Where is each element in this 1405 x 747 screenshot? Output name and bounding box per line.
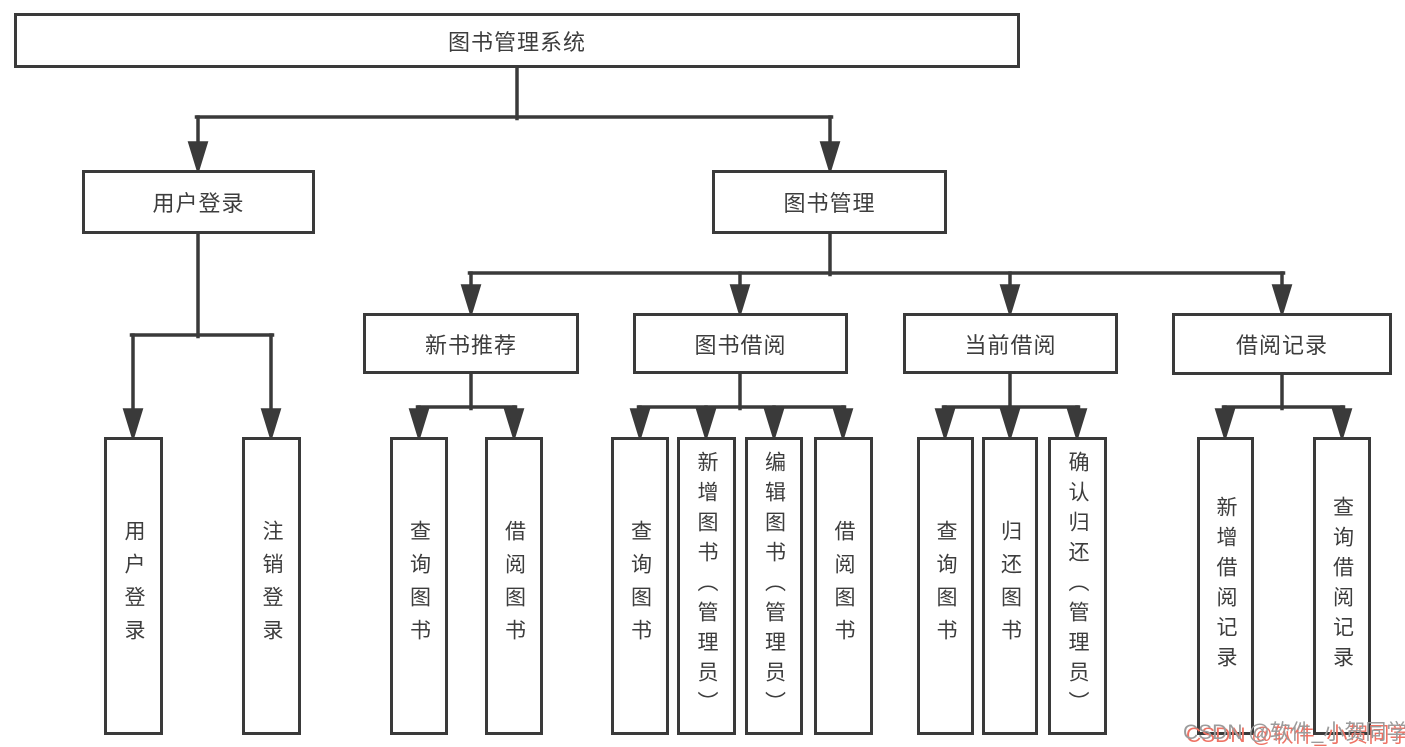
node-current-return: 归还图书 [982,437,1038,735]
node-borrow: 图书借阅 [633,313,848,374]
node-newbook-query-label: 查询图书 [407,520,431,652]
node-current-confirm: 确认归还（管理员） [1048,437,1107,735]
node-records-query-label: 查询借阅记录 [1330,496,1354,676]
node-newbook-query: 查询图书 [390,437,448,735]
node-newbook: 新书推荐 [363,313,579,374]
node-records-query: 查询借阅记录 [1313,437,1371,735]
node-records: 借阅记录 [1172,313,1392,375]
node-login-logout: 注销登录 [242,437,301,735]
node-current-confirm-label: 确认归还（管理员） [1066,451,1089,721]
node-newbook-borrow: 借阅图书 [485,437,543,735]
node-root: 图书管理系统 [14,13,1020,68]
node-newbook-borrow-label: 借阅图书 [502,520,526,652]
node-current-label: 当前借阅 [964,332,1057,358]
node-borrow-edit-label: 编辑图书（管理员） [762,451,786,721]
node-current: 当前借阅 [903,313,1118,374]
node-root-label: 图书管理系统 [447,29,586,55]
node-borrow-add: 新增图书（管理员） [677,437,736,735]
node-records-add-label: 新增借阅记录 [1214,496,1237,676]
node-login: 用户登录 [82,170,315,234]
current-connectors [934,372,1088,442]
root-connectors [187,66,841,175]
node-current-query: 查询图书 [917,437,974,735]
node-current-return-label: 归还图书 [998,520,1022,652]
node-borrow-add-label: 新增图书（管理员） [695,451,718,721]
node-borrow-query-label: 查询图书 [628,520,652,652]
node-borrow-query: 查询图书 [611,437,669,735]
node-login-user-label: 用户登录 [122,520,145,652]
node-borrow-lend: 借阅图书 [814,437,873,735]
node-newbook-label: 新书推荐 [424,332,517,358]
login-connectors [122,232,282,442]
node-login-label: 用户登录 [152,191,245,216]
mgmt-connectors [460,232,1293,318]
node-login-logout-label: 注销登录 [260,520,283,652]
records-connectors [1214,373,1353,442]
watermark: CSDN @软件_小贺同学 [1183,721,1405,744]
node-login-user: 用户登录 [104,437,163,735]
node-current-query-label: 查询图书 [934,520,957,652]
newbook-connectors [408,372,525,442]
node-mgmt: 图书管理 [712,170,947,234]
node-borrow-label: 图书借阅 [694,332,787,358]
node-records-label: 借阅记录 [1235,333,1328,358]
borrow-connectors [629,372,854,442]
node-records-add: 新增借阅记录 [1197,437,1254,735]
node-borrow-lend-label: 借阅图书 [832,520,855,652]
node-borrow-edit: 编辑图书（管理员） [745,437,803,735]
node-mgmt-label: 图书管理 [783,191,876,216]
